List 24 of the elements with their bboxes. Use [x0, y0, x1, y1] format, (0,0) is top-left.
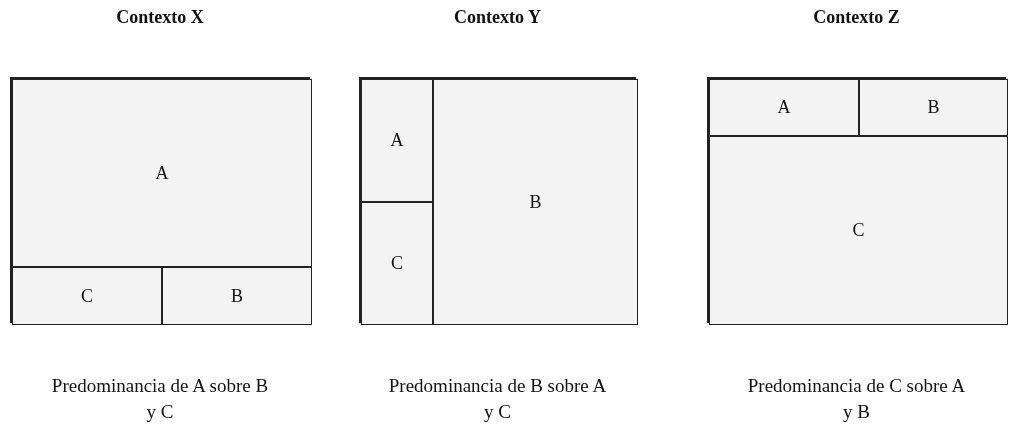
- region-box: [709, 136, 1008, 325]
- region-box: [162, 267, 312, 325]
- region-letter: C: [391, 253, 403, 274]
- region-letter: B: [529, 191, 542, 213]
- panel-caption: Predominancia de C sobre A y B: [746, 374, 967, 424]
- region-box: [361, 202, 433, 325]
- region-letter: A: [155, 162, 169, 184]
- region-letter: B: [231, 285, 243, 307]
- region-box: [433, 79, 638, 325]
- region-box: [859, 79, 1008, 136]
- panel-heading: Contexto Z: [812, 7, 901, 28]
- region-box: [361, 79, 433, 202]
- region-letter: C: [852, 220, 865, 241]
- region-letter: B: [927, 97, 940, 118]
- panel-caption: Predominancia de A sobre B y C: [50, 374, 270, 424]
- region-box: [12, 267, 162, 325]
- region-letter: C: [81, 285, 93, 307]
- region-letter: A: [390, 130, 404, 151]
- region-box: [709, 79, 859, 136]
- panel-caption: Predominancia de B sobre A y C: [387, 374, 608, 424]
- region-box: [12, 79, 312, 267]
- panel-heading: Contexto X: [115, 7, 205, 28]
- panel-heading: Contexto Y: [453, 7, 542, 28]
- region-letter: A: [777, 97, 791, 118]
